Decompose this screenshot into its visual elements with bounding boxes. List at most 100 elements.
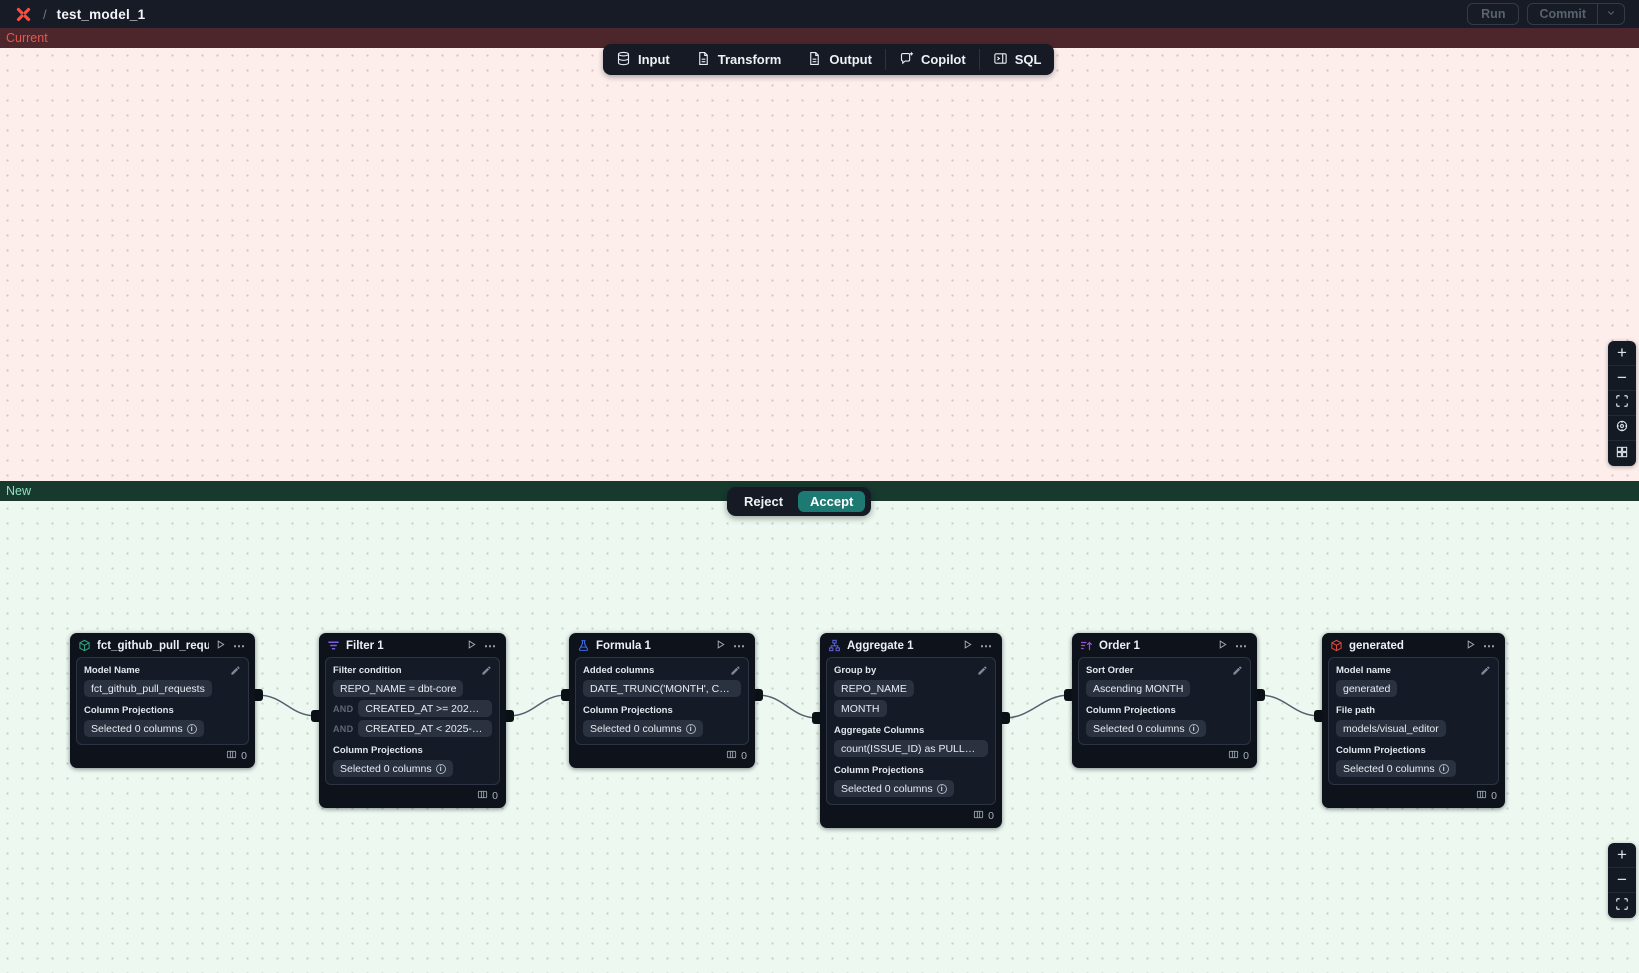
filter-icon <box>327 639 340 652</box>
value-chip[interactable]: models/visual_editor <box>1336 720 1446 737</box>
node-filter-1[interactable]: Filter 1 ⋯ Filter condition REPO_NAME = … <box>319 633 506 808</box>
sitemap-icon <box>828 639 841 652</box>
info-icon[interactable]: i <box>1188 723 1199 734</box>
commit-dropdown-button[interactable] <box>1597 4 1624 24</box>
value-chip[interactable]: generated <box>1336 680 1398 697</box>
accept-button[interactable]: Accept <box>798 491 866 512</box>
run-button[interactable]: Run <box>1467 3 1520 25</box>
row-count: 0 <box>492 790 498 802</box>
auto-layout-button[interactable] <box>1608 441 1636 466</box>
node-generated[interactable]: generated ⋯ Model name generated File pa… <box>1322 633 1505 808</box>
run-node-button[interactable] <box>1465 638 1476 653</box>
node-header: Formula 1 ⋯ <box>569 633 755 657</box>
node-body: Model Name fct_github_pull_requests Colu… <box>76 657 249 745</box>
value-chip[interactable]: REPO_NAME = dbt-core <box>333 680 464 697</box>
info-icon[interactable]: i <box>936 783 947 794</box>
edge[interactable] <box>256 694 318 717</box>
node-menu-button[interactable]: ⋯ <box>484 638 497 653</box>
node-menu-button[interactable]: ⋯ <box>733 638 746 653</box>
edit-node-button[interactable] <box>730 664 741 679</box>
value-chip[interactable]: REPO_NAME <box>834 680 914 697</box>
pencil-icon <box>730 664 741 679</box>
node-footer: 0 <box>1322 785 1505 808</box>
node-menu-button[interactable]: ⋯ <box>233 638 246 653</box>
section-label: Model name <box>1336 665 1391 676</box>
toolbar-item-label: Copilot <box>920 52 966 67</box>
run-node-button[interactable] <box>1217 638 1228 653</box>
edge[interactable] <box>756 694 819 719</box>
value-chip[interactable]: fct_github_pull_requests <box>84 680 212 697</box>
play-icon <box>962 638 973 653</box>
value-chip[interactable]: Ascending MONTH <box>1086 680 1191 697</box>
zoom-out-button[interactable]: − <box>1608 366 1636 391</box>
info-icon[interactable]: i <box>186 723 197 734</box>
edit-node-button[interactable] <box>230 664 241 679</box>
commit-button[interactable]: Commit <box>1528 4 1597 24</box>
info-icon[interactable]: i <box>685 723 696 734</box>
fit-view-button[interactable] <box>1608 391 1636 416</box>
toolbar-separator <box>884 49 886 70</box>
info-icon[interactable]: i <box>435 763 446 774</box>
run-node-button[interactable] <box>215 638 226 653</box>
dbt-logo-icon[interactable] <box>14 5 33 24</box>
toolbar-item-input[interactable]: Input <box>603 44 683 75</box>
edit-node-button[interactable] <box>977 664 988 679</box>
zoom-in-button[interactable]: + <box>1608 843 1636 868</box>
commit-split-button: Commit <box>1527 3 1625 25</box>
zoom-out-button[interactable]: − <box>1608 868 1636 893</box>
pencil-icon <box>481 664 492 679</box>
zoom-in-button[interactable]: + <box>1608 341 1636 366</box>
node-menu-button[interactable]: ⋯ <box>1235 638 1248 653</box>
edge[interactable] <box>1003 694 1071 719</box>
edit-node-button[interactable] <box>481 664 492 679</box>
toolbar-item-transform[interactable]: Transform <box>683 44 795 75</box>
reject-button[interactable]: Reject <box>733 491 794 512</box>
new-canvas[interactable]: Reject Accept <box>0 487 1639 973</box>
topbar: / test_model_1 Run Commit <box>0 0 1639 28</box>
toolbar-item-copilot[interactable]: Copilot <box>886 44 979 75</box>
node-header: generated ⋯ <box>1322 633 1505 657</box>
value-chip[interactable]: CREATED_AT >= 2024-12-01 <box>358 700 492 717</box>
node-formula-1[interactable]: Formula 1 ⋯ Added columns DATE_TRUNC('MO… <box>569 633 755 768</box>
edit-node-button[interactable] <box>1232 664 1243 679</box>
recenter-button[interactable] <box>1608 416 1636 441</box>
run-node-button[interactable] <box>466 638 477 653</box>
toolbar-item-output[interactable]: Output <box>794 44 885 75</box>
run-node-button[interactable] <box>715 638 726 653</box>
sort-ascending-icon <box>1080 639 1093 652</box>
viewport-controls-new: + − <box>1608 843 1636 918</box>
node-menu-button[interactable]: ⋯ <box>980 638 993 653</box>
columns-icon <box>226 749 237 763</box>
edit-node-button[interactable] <box>1480 664 1491 679</box>
play-icon <box>715 638 726 653</box>
node-footer: 0 <box>820 805 1002 828</box>
layout-grid-icon <box>1615 444 1629 464</box>
toolbar-item-sql[interactable]: SQL <box>980 44 1055 75</box>
run-node-button[interactable] <box>962 638 973 653</box>
fit-view-button[interactable] <box>1608 893 1636 918</box>
section-label: Model Name <box>84 665 140 676</box>
info-icon[interactable]: i <box>1438 763 1449 774</box>
node-aggregate-1[interactable]: Aggregate 1 ⋯ Group by REPO_NAME MONTH A… <box>820 633 1002 828</box>
edge[interactable] <box>1258 694 1321 717</box>
edge[interactable] <box>507 694 568 717</box>
play-icon <box>1217 638 1228 653</box>
current-canvas[interactable]: Input Transform Output Copilot <box>0 44 1639 481</box>
value-chip[interactable]: count(ISSUE_ID) as PULL_REQUEST_… <box>834 740 988 757</box>
node-order-1[interactable]: Order 1 ⋯ Sort Order Ascending MONTH Col… <box>1072 633 1257 768</box>
section-label: Aggregate Columns <box>834 725 925 736</box>
toolbar-item-label: Transform <box>717 52 782 67</box>
value-chip[interactable]: CREATED_AT < 2025-03-01 <box>358 720 492 737</box>
node-title: Order 1 <box>1099 639 1140 652</box>
node-header: Aggregate 1 ⋯ <box>820 633 1002 657</box>
value-chip[interactable]: MONTH <box>834 700 887 717</box>
node-menu-button[interactable]: ⋯ <box>1483 638 1496 653</box>
node-fct-github-pull-requests[interactable]: fct_github_pull_requests ⋯ Model Name fc… <box>70 633 255 768</box>
value-chip[interactable]: DATE_TRUNC('MONTH', CREATED_AT… <box>583 680 741 697</box>
